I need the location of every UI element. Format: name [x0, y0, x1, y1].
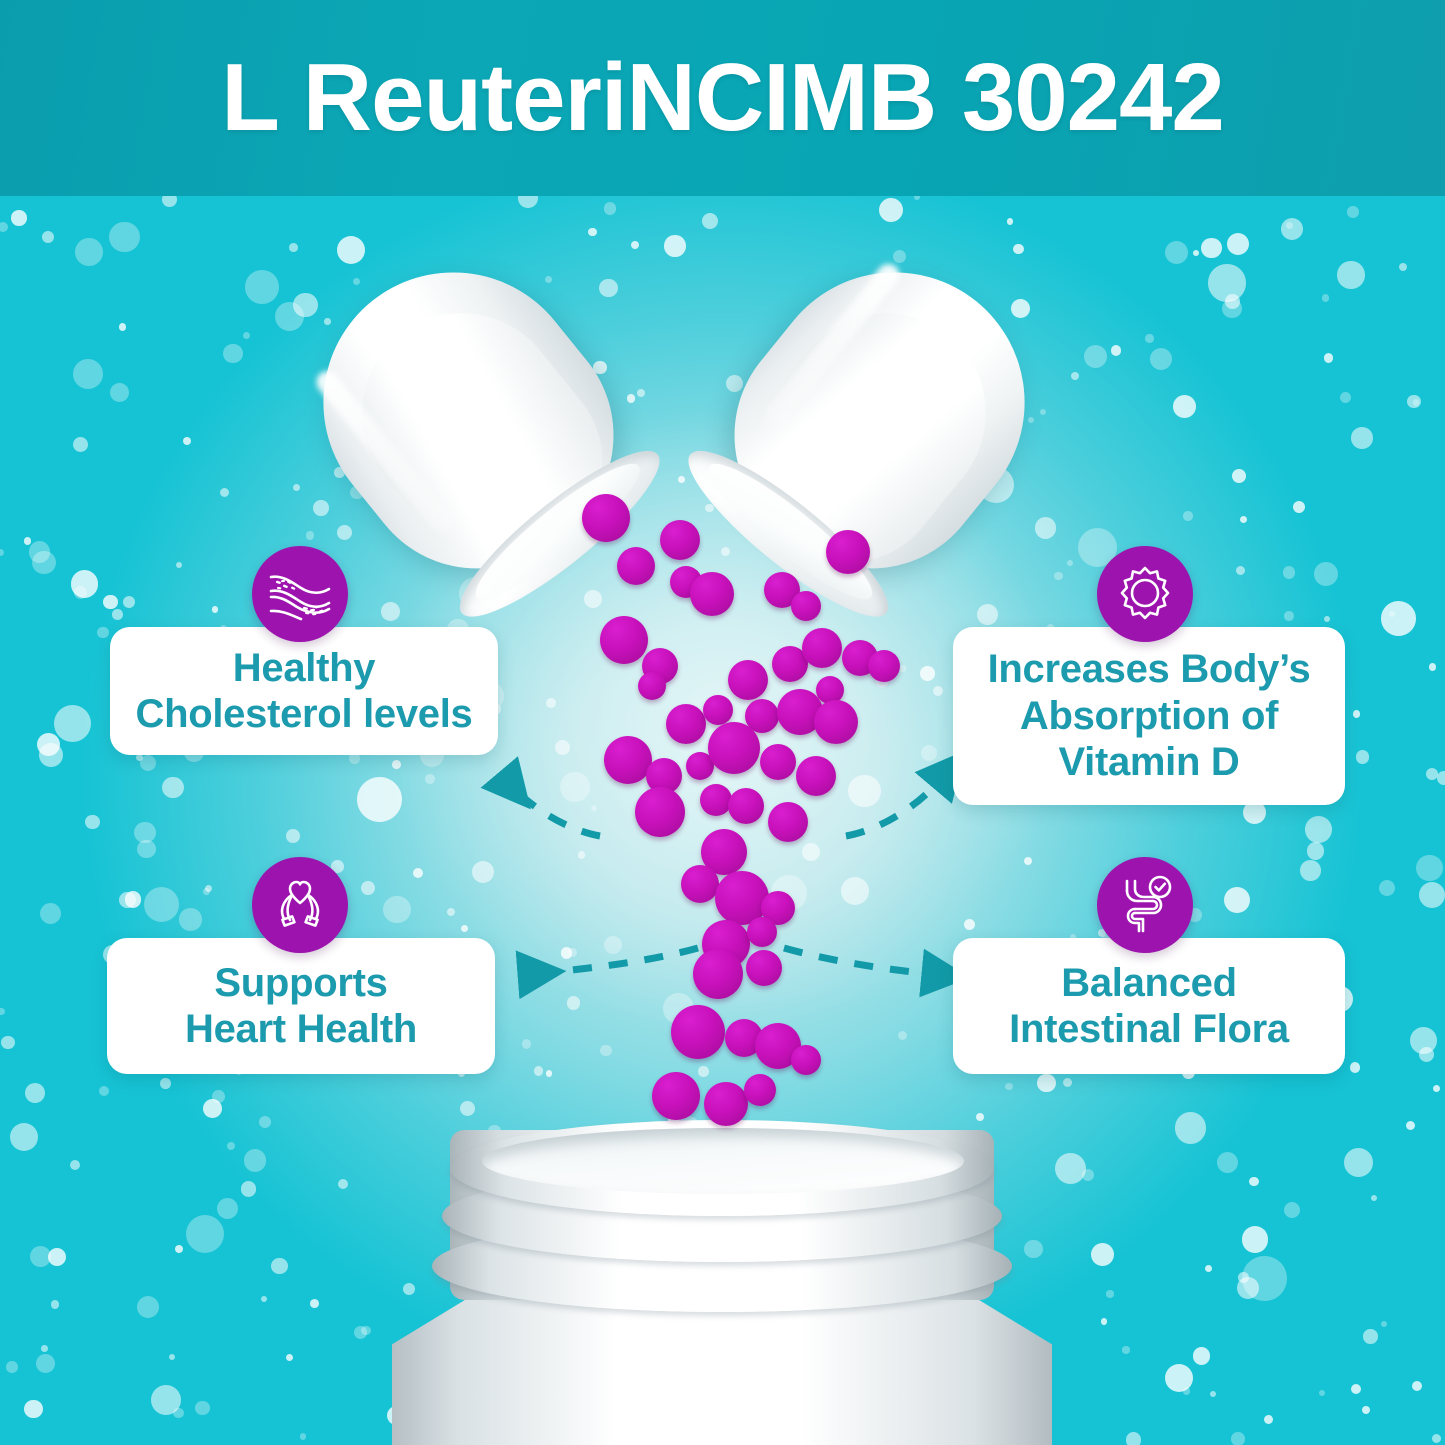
probiotic-granule — [814, 700, 858, 744]
probiotic-granule — [796, 756, 836, 796]
sun-icon — [1097, 546, 1193, 642]
probiotic-granule — [791, 1045, 821, 1075]
page-title: L ReuteriNCIMB 30242 — [221, 44, 1225, 151]
probiotic-granule — [760, 744, 796, 780]
probiotic-granule — [868, 650, 900, 682]
benefit-card-vitamind[interactable]: Increases Body’s Absorption of Vitamin D — [953, 627, 1345, 805]
heart-in-hands-icon — [252, 857, 348, 953]
probiotic-granule — [690, 572, 734, 616]
probiotic-granule — [666, 704, 706, 744]
probiotic-granule — [600, 616, 648, 664]
probiotic-granule — [635, 787, 685, 837]
benefit-card-heart[interactable]: Supports Heart Health — [107, 938, 495, 1074]
artery-plaque-icon — [252, 546, 348, 642]
probiotic-granule — [768, 802, 808, 842]
probiotic-granule — [604, 736, 652, 784]
probiotic-granule — [802, 628, 842, 668]
benefit-label-vitamind: Increases Body’s Absorption of Vitamin D — [987, 647, 1311, 785]
probiotic-granule — [582, 494, 630, 542]
probiotic-granule — [671, 1005, 725, 1059]
header-band: L ReuteriNCIMB 30242 — [0, 0, 1445, 196]
probiotic-granule — [638, 672, 666, 700]
probiotic-granule — [704, 1082, 748, 1126]
probiotic-granule — [617, 547, 655, 585]
probiotic-granule — [681, 865, 719, 903]
probiotic-granule — [744, 1074, 776, 1106]
probiotic-granule — [660, 520, 700, 560]
probiotic-granule — [708, 722, 760, 774]
probiotic-granule — [652, 1072, 700, 1120]
probiotic-granule — [791, 591, 821, 621]
probiotic-granule — [693, 949, 743, 999]
benefit-card-flora[interactable]: Balanced Intestinal Flora — [953, 938, 1345, 1074]
benefit-label-cholesterol: Healthy Cholesterol levels — [135, 645, 473, 736]
probiotic-granule — [703, 695, 733, 725]
background-gradient — [0, 196, 1445, 1445]
benefit-label-heart: Supports Heart Health — [184, 960, 418, 1051]
probiotic-granule — [700, 784, 732, 816]
probiotic-granule — [747, 917, 777, 947]
benefit-label-flora: Balanced Intestinal Flora — [1009, 960, 1289, 1051]
probiotic-granule — [728, 788, 764, 824]
benefit-card-cholesterol[interactable]: Healthy Cholesterol levels — [110, 627, 498, 755]
probiotic-granule — [826, 530, 870, 574]
intestine-check-icon — [1097, 857, 1193, 953]
probiotic-granule — [728, 660, 768, 700]
probiotic-granule — [746, 950, 782, 986]
